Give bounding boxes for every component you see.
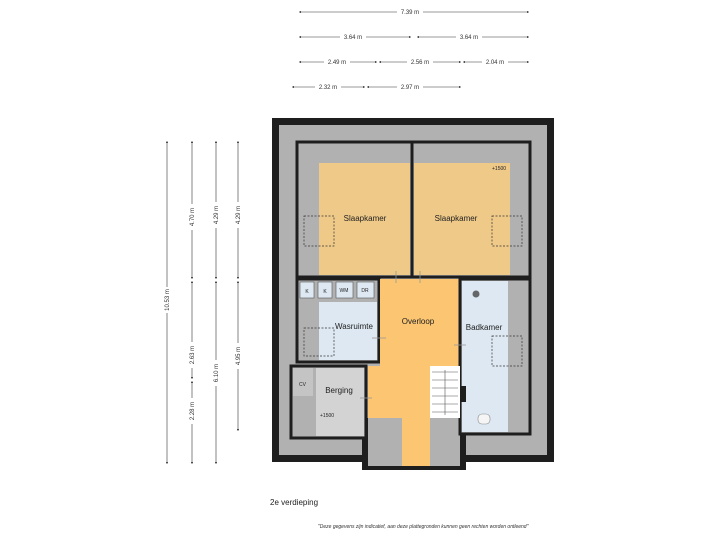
overloop-label: Overloop (402, 317, 435, 326)
berging-floor (316, 368, 364, 436)
slaapkamer-right-floor (414, 163, 510, 275)
left-dimensions (165, 140, 240, 465)
cv-label: CV (299, 382, 307, 388)
overloop-floor (368, 279, 460, 466)
dim-label: 2.97 m (401, 85, 419, 91)
toilet (477, 413, 491, 425)
wasruimte-floor (319, 302, 377, 360)
dim-label: 7.39 m (401, 10, 419, 16)
washing-machine (335, 281, 354, 299)
dim-label: 2.63 m (190, 346, 196, 364)
slaapkamer-right-label: Slaapkamer (435, 214, 478, 223)
height-marker: +1500 (320, 413, 334, 419)
top-dimension-labels: 7.39 m 3.64 m 3.64 m 2.49 m 2.56 m 2.04 … (315, 7, 508, 92)
dim-label: 4.29 m (236, 206, 242, 224)
dim-label: 2.04 m (486, 60, 504, 66)
cabinet-k2-label: K (323, 289, 327, 295)
staircase (430, 366, 466, 418)
drain-icon (472, 290, 480, 298)
dim-label: 3.64 m (344, 35, 362, 41)
cv-box (293, 368, 313, 396)
wasruimte-label: Wasruimte (335, 322, 373, 331)
dryer-label: DR (361, 288, 369, 294)
cabinet-k2 (317, 281, 333, 299)
dim-label: 4.29 m (214, 206, 220, 224)
top-dimensions (291, 10, 530, 89)
cabinet-k1 (299, 281, 315, 299)
door-marks (360, 271, 466, 399)
disclaimer: "Deze gegevens zijn indicatief, aan deze… (318, 524, 529, 530)
dim-label: 2.49 m (328, 60, 346, 66)
skylights (303, 215, 523, 367)
dim-label: 4.95 m (236, 347, 242, 365)
left-dimension-labels: 10.53 m 4.70 m 2.63 m 2.28 m 4.29 m 6.10… (162, 202, 243, 424)
dim-label: 6.10 m (214, 364, 220, 382)
slaapkamer-left-label: Slaapkamer (344, 214, 387, 223)
height-marker: +1500 (492, 166, 506, 172)
dim-label: 2.28 m (190, 402, 196, 420)
dim-label: 3.64 m (460, 35, 478, 41)
badkamer-floor (462, 281, 508, 432)
washing-machine-label: WM (340, 288, 349, 294)
dim-label: 2.32 m (319, 85, 337, 91)
cabinet-k1-label: K (305, 289, 309, 295)
berging-label: Berging (325, 386, 353, 395)
dim-label: 10.53 m (165, 289, 171, 311)
dim-label: 2.56 m (411, 60, 429, 66)
dryer (356, 281, 375, 299)
badkamer-label: Badkamer (466, 323, 503, 332)
floor-label: 2e verdieping (270, 498, 319, 507)
dim-label: 4.70 m (190, 208, 196, 226)
